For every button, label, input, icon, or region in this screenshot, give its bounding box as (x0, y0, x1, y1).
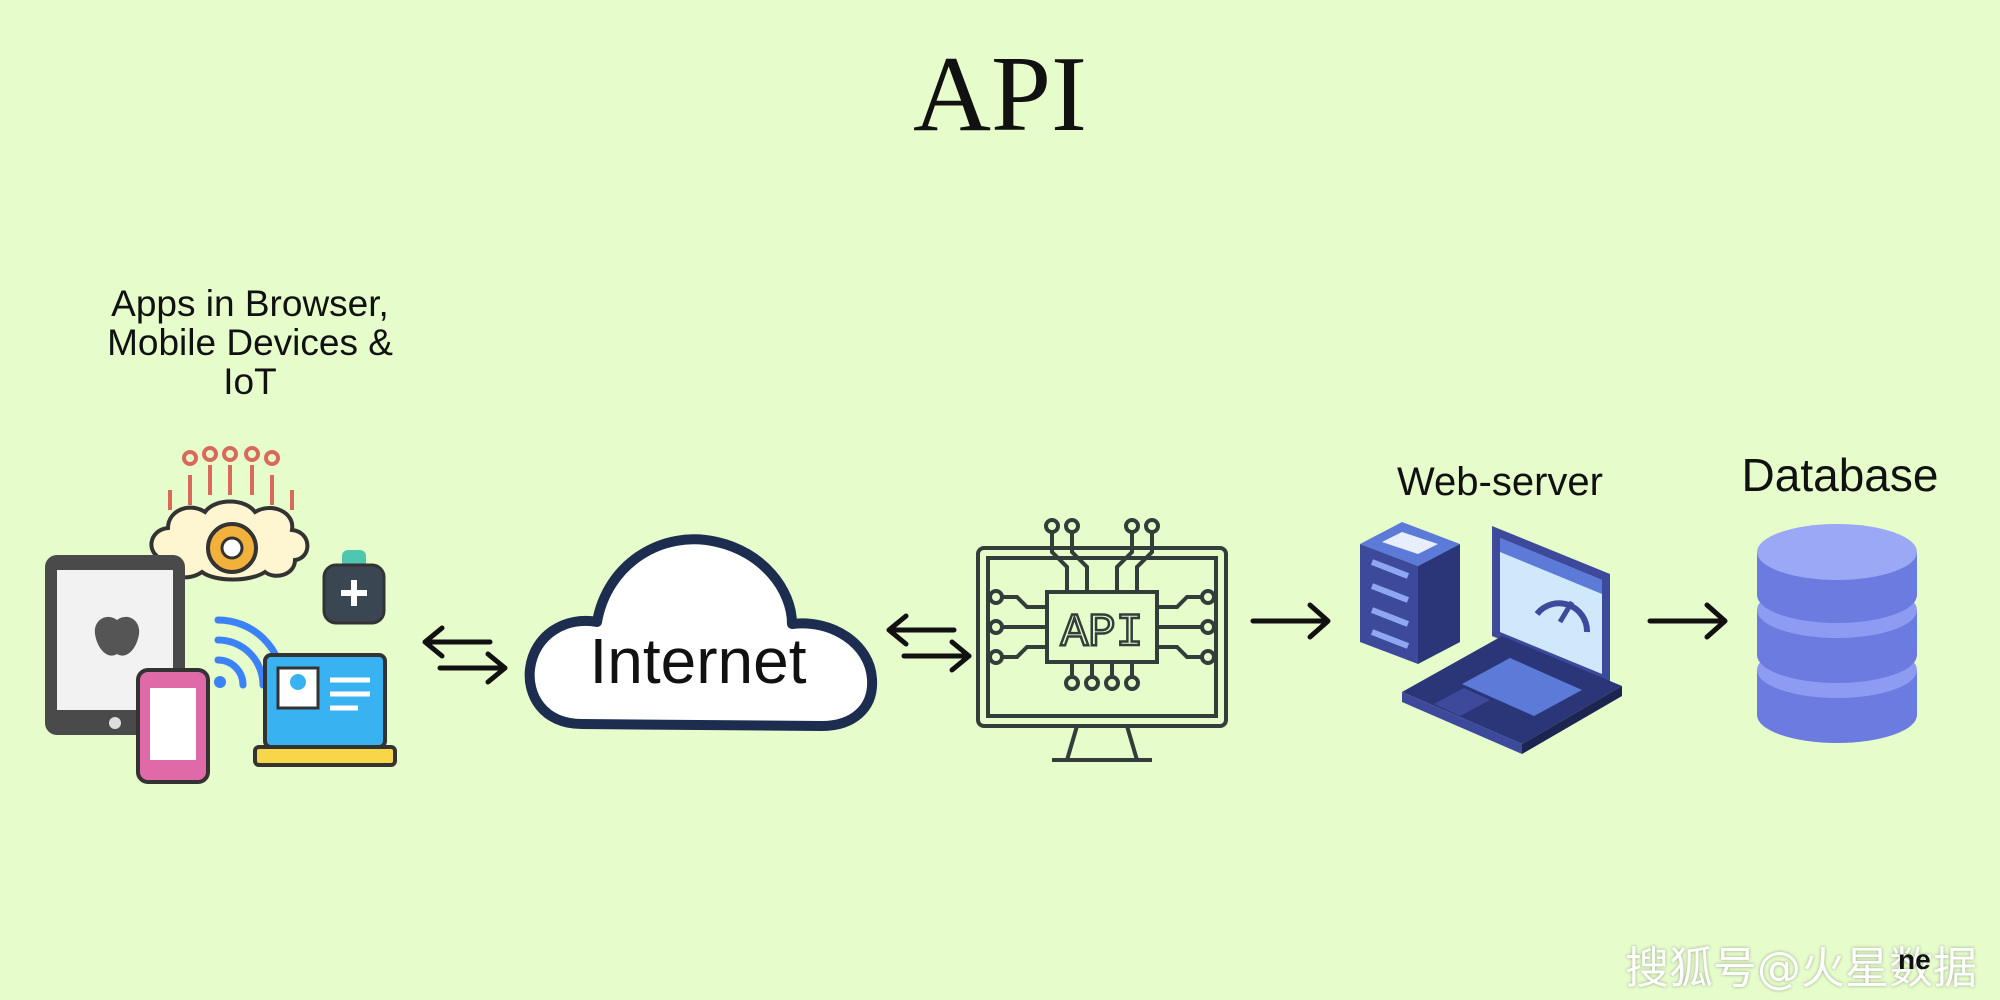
clients-label: Apps in Browser, Mobile Devices & IoT (107, 283, 393, 402)
edge-webserver-database-arrow (1647, 602, 1728, 640)
webserver-label: Web-server (1397, 460, 1603, 504)
laptop-profile-icon (253, 653, 397, 767)
logo-fragment: ne (1898, 944, 1931, 975)
server-rack-icon (1360, 522, 1460, 664)
watermark-text: 搜狐号@火星数据 (1625, 943, 1977, 994)
edge-internet-api-arrow (886, 613, 972, 673)
devices-iot-icon (45, 446, 397, 784)
api-monitor-icon: API (976, 518, 1228, 762)
internet-label: Internet (589, 625, 807, 697)
phone-icon (136, 668, 210, 784)
edge-api-webserver-arrow (1250, 602, 1331, 640)
server-laptop-icon (1360, 522, 1622, 754)
brain-circuit-icon (168, 446, 294, 510)
database-icon (1757, 524, 1917, 743)
gear-hub (220, 536, 244, 560)
laptop-dashboard-icon (1402, 526, 1622, 754)
api-chip-label: API (1061, 607, 1144, 659)
database-label: Database (1741, 449, 1939, 501)
diagram-title: API (912, 35, 1088, 154)
smartwatch-icon (322, 550, 386, 625)
edge-clients-internet-arrow (422, 625, 508, 685)
cloud-icon (524, 534, 878, 731)
